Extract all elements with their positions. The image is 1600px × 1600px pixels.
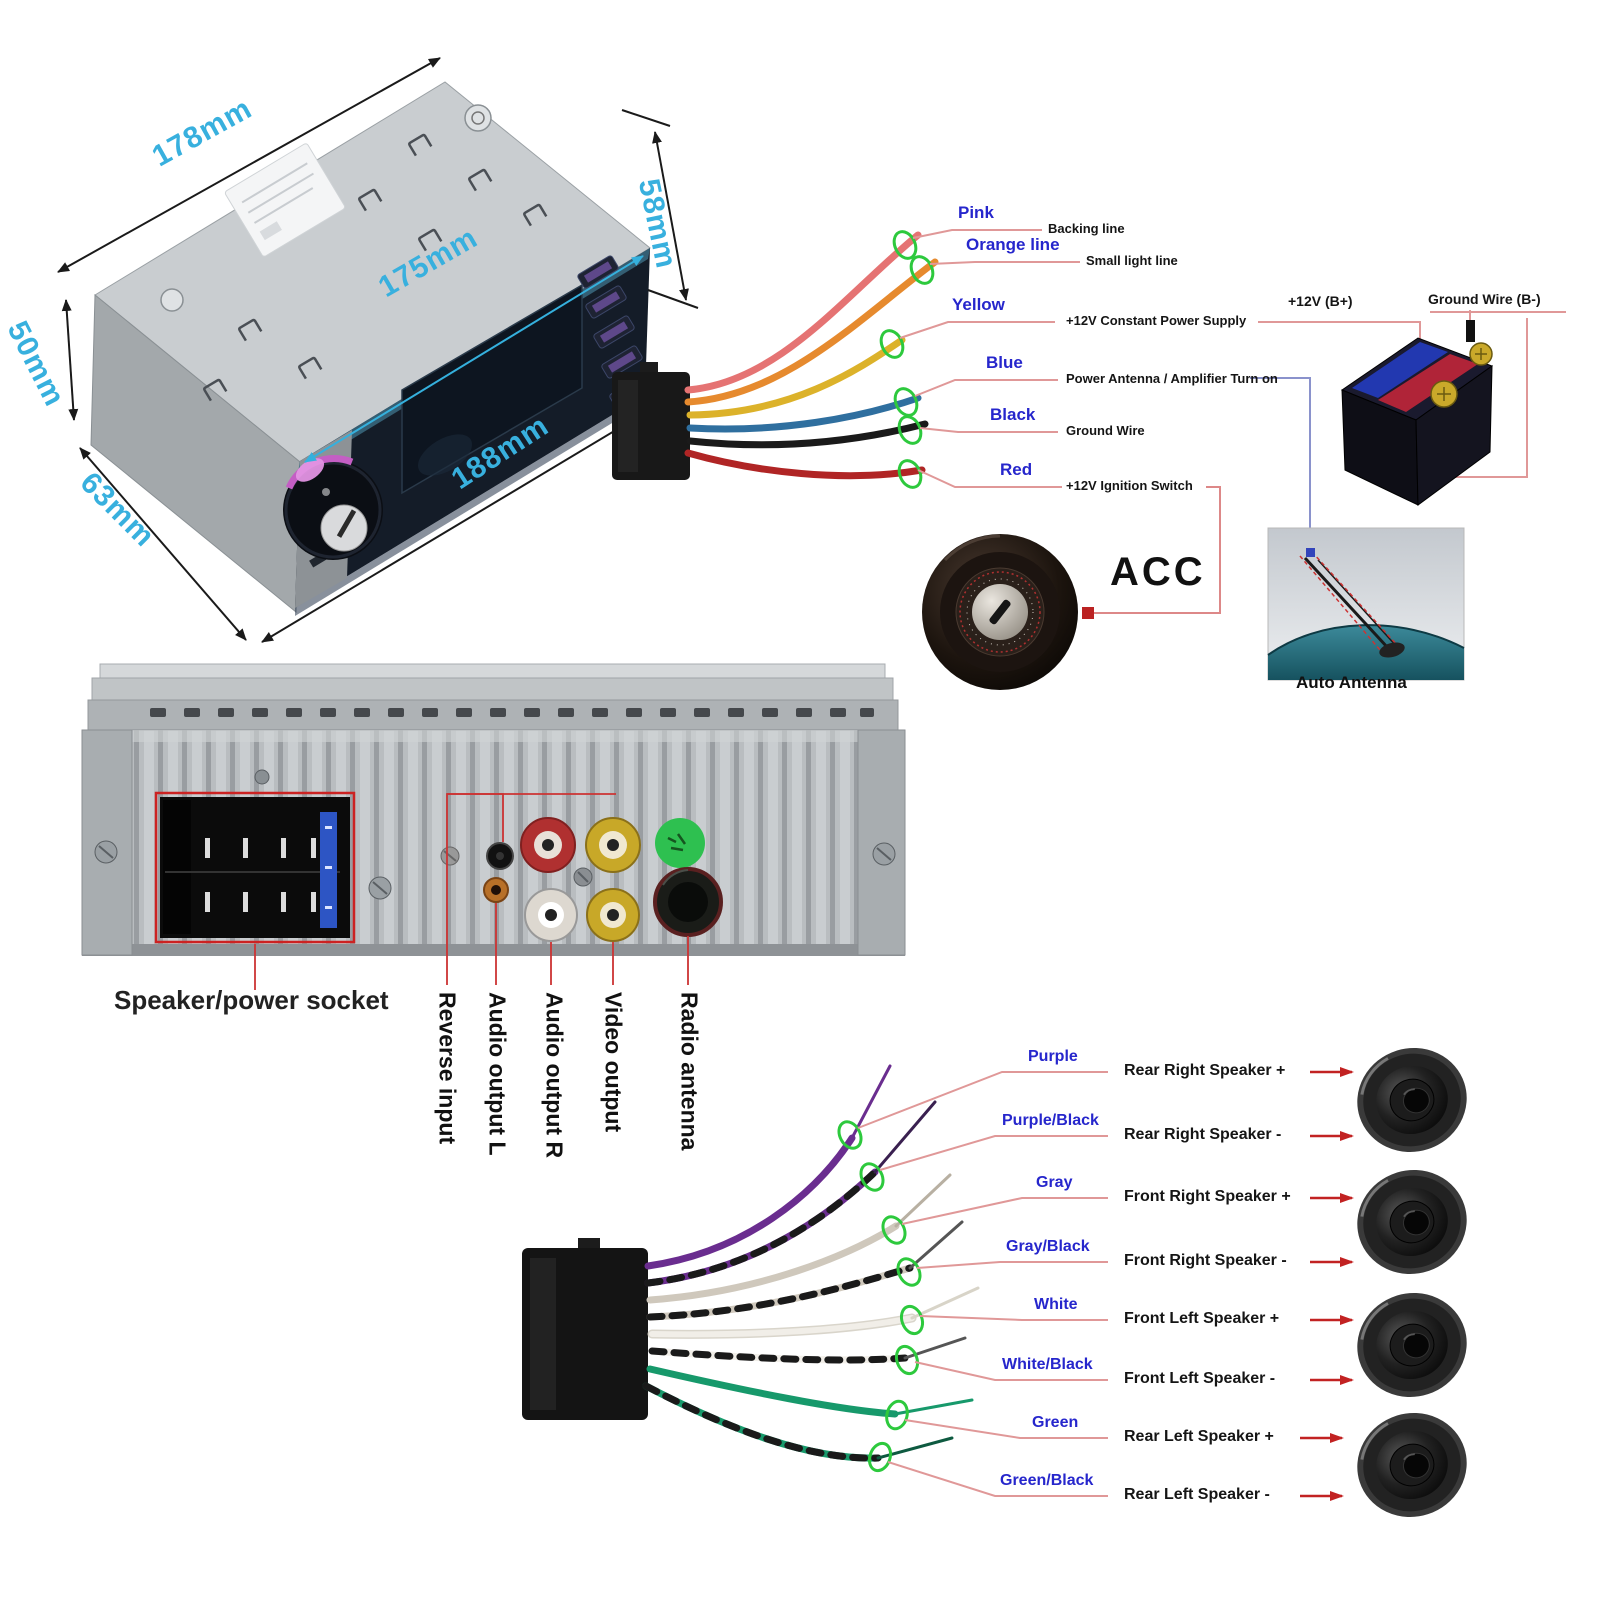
spk-fn-fl-minus: Front Left Speaker - [1124, 1370, 1276, 1387]
battery-icon [1340, 320, 1494, 506]
wire-fn-constant-power: +12V Constant Power Supply [1066, 313, 1247, 328]
vent-slots [150, 708, 874, 717]
wire-name-yellow: Yellow [952, 295, 1005, 314]
power-harness-illustration [612, 229, 1566, 619]
speaker-arrows [1300, 1067, 1354, 1501]
speaker-icon [1357, 1169, 1467, 1275]
spk-name-purple: Purple [1028, 1048, 1078, 1065]
spk-name-white: White [1034, 1296, 1078, 1313]
spk-name-white-black: White/Black [1002, 1356, 1093, 1373]
rear-panel-illustration [81, 663, 906, 990]
wire-end-markers-bottom [837, 1120, 925, 1473]
port-label-reverse: Reverse input [434, 992, 461, 1145]
spk-fn-fr-minus: Front Right Speaker - [1124, 1252, 1287, 1269]
spk-name-green: Green [1032, 1414, 1079, 1431]
panel-screws [94, 769, 896, 900]
port-leader-lines [254, 793, 689, 990]
speaker-icon [1357, 1412, 1467, 1518]
spk-fn-rl-plus: Rear Left Speaker + [1124, 1428, 1274, 1445]
spk-fn-fl-plus: Front Left Speaker + [1124, 1310, 1280, 1327]
wire-name-blue: Blue [986, 353, 1023, 372]
socket-label: Speaker/power socket [114, 985, 389, 1015]
speaker-wires [642, 1064, 980, 1462]
av-jack-cluster [483, 817, 723, 942]
battery-positive-label: +12V (B+) [1288, 293, 1353, 309]
acc-label: ACC [1110, 550, 1206, 594]
qc-sticker [655, 818, 705, 868]
wire-name-orange: Orange line [966, 235, 1060, 254]
wire-fn-ignition: +12V Ignition Switch [1066, 478, 1193, 493]
port-label-radio-antenna: Radio antenna [676, 992, 703, 1151]
auto-antenna-photo [1267, 527, 1465, 681]
wire-name-pink: Pink [958, 203, 994, 222]
spk-name-green-black: Green/Black [1000, 1472, 1094, 1489]
speaker-icons [1357, 1047, 1467, 1518]
head-unit-3d-illustration [57, 57, 699, 643]
spk-fn-rr-plus: Rear Right Speaker + [1124, 1062, 1286, 1079]
wire-fn-backing: Backing line [1048, 221, 1125, 236]
spk-name-purple-black: Purple/Black [1002, 1112, 1099, 1129]
wire-end-markers [879, 230, 935, 489]
top-logo-badge [464, 104, 492, 132]
wire-name-red: Red [1000, 460, 1033, 479]
speaker-icon [1357, 1292, 1467, 1398]
port-label-video: Video output [600, 992, 627, 1133]
port-label-audio-l: Audio output L [484, 992, 511, 1156]
wire-name-black: Black [990, 405, 1036, 424]
leader-lines-bottom [857, 1071, 1108, 1497]
auto-antenna-caption: Auto Antenna [1296, 673, 1407, 692]
spk-fn-fr-plus: Front Right Speaker + [1124, 1188, 1291, 1205]
spk-name-gray: Gray [1036, 1174, 1073, 1191]
wire-fn-smalllight: Small light line [1086, 253, 1178, 268]
speaker-harness-illustration [522, 1047, 1467, 1518]
wire-fn-antenna-amp: Power Antenna / Amplifier Turn on [1066, 371, 1278, 386]
speaker-power-socket [154, 791, 356, 944]
spk-fn-rr-minus: Rear Right Speaker - [1124, 1126, 1282, 1143]
wire-fn-ground: Ground Wire [1066, 423, 1145, 438]
spk-name-gray-black: Gray/Black [1006, 1238, 1090, 1255]
ignition-switch-icon [922, 534, 1078, 690]
port-label-audio-r: Audio output R [541, 992, 568, 1159]
speaker-icon [1357, 1047, 1467, 1153]
battery-negative-label: Ground Wire (B-) [1428, 291, 1541, 307]
spk-fn-rl-minus: Rear Left Speaker - [1124, 1486, 1270, 1503]
